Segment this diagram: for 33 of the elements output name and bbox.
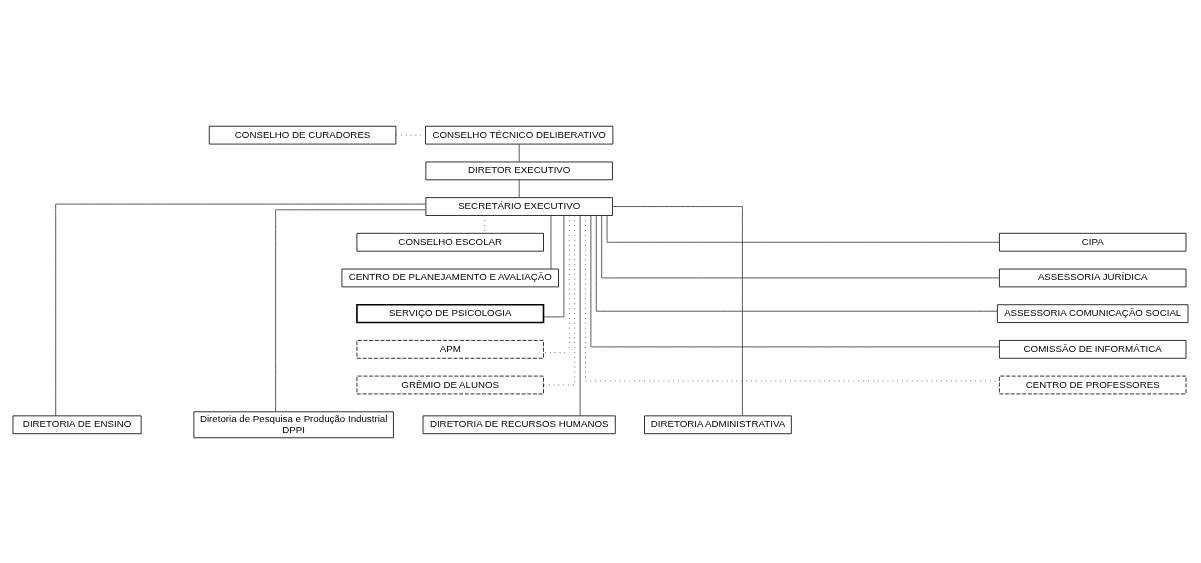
node-box: APM	[356, 339, 544, 359]
node-box: CENTRO DE PLANEJAMENTO E AVALIAÇÃO	[341, 268, 559, 287]
connector	[55, 203, 427, 416]
connector	[590, 214, 1000, 347]
node-box: CONSELHO TÉCNICO DELIBERATIVO	[425, 125, 614, 144]
connector	[601, 214, 1000, 278]
node-box: DIRETORIA DE ENSINO	[12, 414, 142, 434]
node-box: Diretoria de Pesquisa e Produção Industrial DPPI	[193, 410, 394, 438]
node-box: ASSESSORIA COMUNICAÇÃO SOCIAL	[997, 303, 1189, 323]
node-box: SECRETÁRIO EXECUTIVO	[425, 196, 613, 216]
connector	[543, 214, 576, 385]
node-box: DIRETORIA DE RECURSOS HUMANOS	[422, 414, 616, 434]
connector	[543, 214, 565, 317]
connector	[518, 178, 520, 198]
connector	[585, 214, 1000, 381]
connector	[606, 214, 1000, 243]
node-box: GRÊMIO DE ALUNOS	[356, 375, 544, 394]
connector	[518, 143, 520, 162]
node-box: ASSESSORIA JURÍDICA	[999, 268, 1187, 287]
connector	[579, 214, 581, 416]
node-box: CONSELHO DE CURADORES	[208, 125, 397, 144]
connector	[550, 214, 552, 269]
node-box: CENTRO DE PROFESSORES	[999, 375, 1187, 394]
connector	[543, 214, 570, 353]
node-box: DIRETOR EXECUTIVO	[425, 161, 613, 180]
node-box: COMISSÃO DE INFORMÁTICA	[999, 339, 1187, 359]
node-box: CONSELHO ESCOLAR	[356, 232, 544, 252]
connector	[612, 205, 743, 416]
node-box: DIRETORIA ADMINISTRATIVA	[644, 414, 792, 434]
connector	[595, 214, 998, 312]
node-box: CIPA	[999, 232, 1187, 252]
node-box: SERVIÇO DE PSICOLOGIA	[356, 303, 545, 323]
connector	[275, 208, 427, 412]
